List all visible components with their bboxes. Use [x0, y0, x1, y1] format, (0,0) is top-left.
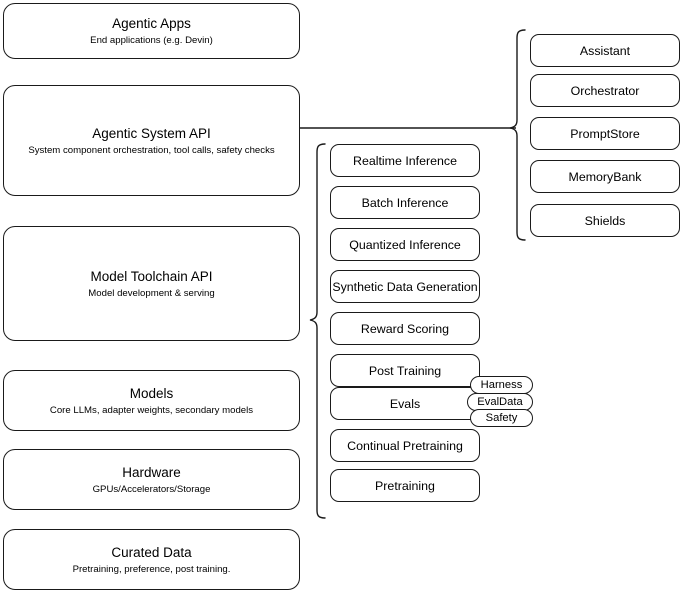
toolchain-component-pretraining[interactable]: Pretraining — [330, 469, 480, 502]
toolchain-component-quantized-inference[interactable]: Quantized Inference — [330, 228, 480, 261]
layer-title: Agentic Apps — [112, 16, 191, 31]
toolchain-component-synthetic-data-generation[interactable]: Synthetic Data Generation — [330, 270, 480, 303]
agentic-component-memorybank[interactable]: MemoryBank — [530, 160, 680, 193]
chip-label: Assistant — [579, 43, 631, 58]
chip-label: Realtime Inference — [353, 153, 457, 168]
stack-layer-hardware[interactable]: Hardware GPUs/Accelerators/Storage — [3, 449, 300, 510]
layer-title: Model Toolchain API — [90, 268, 213, 284]
pill-label: Harness — [480, 379, 523, 391]
chip-label: Batch Inference — [361, 195, 449, 210]
chip-label: Evals — [389, 396, 421, 411]
toolchain-component-continual-pretraining[interactable]: Continual Pretraining — [330, 429, 480, 462]
layer-subtitle: GPUs/Accelerators/Storage — [92, 483, 211, 495]
chip-label: Continual Pretraining — [347, 438, 463, 453]
layer-title: Curated Data — [111, 544, 192, 560]
toolchain-component-realtime-inference[interactable]: Realtime Inference — [330, 144, 480, 177]
brace-toolchain — [309, 143, 326, 519]
brace-agentic-system — [509, 29, 526, 241]
agentic-component-orchestrator[interactable]: Orchestrator — [530, 74, 680, 107]
pill-label: EvalData — [477, 396, 523, 408]
layer-subtitle: End applications (e.g. Devin) — [90, 35, 213, 46]
toolchain-component-reward-scoring[interactable]: Reward Scoring — [330, 312, 480, 345]
toolchain-component-post-training[interactable]: Post Training — [330, 354, 480, 387]
chip-label: Orchestrator — [570, 83, 640, 98]
layer-subtitle: Core LLMs, adapter weights, secondary mo… — [49, 404, 254, 416]
evals-badge-safety[interactable]: Safety — [470, 409, 533, 427]
pill-label: Safety — [485, 412, 518, 424]
stack-layer-models[interactable]: Models Core LLMs, adapter weights, secon… — [3, 370, 300, 431]
chip-label: PromptStore — [570, 126, 640, 141]
stack-layer-agentic-apps[interactable]: Agentic Apps End applications (e.g. Devi… — [3, 3, 300, 59]
layer-title: Agentic System API — [92, 125, 211, 141]
layer-subtitle: Model development & serving — [88, 287, 215, 299]
evals-badge-harness[interactable]: Harness — [470, 376, 533, 394]
agentic-component-promptstore[interactable]: PromptStore — [530, 117, 680, 150]
chip-label: Synthetic Data Generation — [332, 279, 478, 294]
stack-layer-curated-data[interactable]: Curated Data Pretraining, preference, po… — [3, 529, 300, 590]
chip-label: Post Training — [368, 363, 442, 378]
agentic-component-shields[interactable]: Shields — [530, 204, 680, 237]
chip-label: Reward Scoring — [360, 321, 450, 336]
stack-layer-agentic-system-api[interactable]: Agentic System API System component orch… — [3, 85, 300, 196]
chip-label: Pretraining — [375, 478, 435, 493]
layer-title: Models — [129, 385, 174, 401]
layer-title: Hardware — [122, 464, 181, 480]
chip-label: Quantized Inference — [349, 237, 461, 252]
toolchain-component-evals[interactable]: Evals — [330, 387, 480, 420]
stack-layer-model-toolchain-api[interactable]: Model Toolchain API Model development & … — [3, 226, 300, 341]
toolchain-component-batch-inference[interactable]: Batch Inference — [330, 186, 480, 219]
chip-label: MemoryBank — [568, 169, 642, 184]
chip-label: Shields — [584, 213, 626, 228]
agentic-component-assistant[interactable]: Assistant — [530, 34, 680, 67]
layer-subtitle: System component orchestration, tool cal… — [28, 144, 275, 156]
layer-subtitle: Pretraining, preference, post training. — [72, 563, 231, 575]
